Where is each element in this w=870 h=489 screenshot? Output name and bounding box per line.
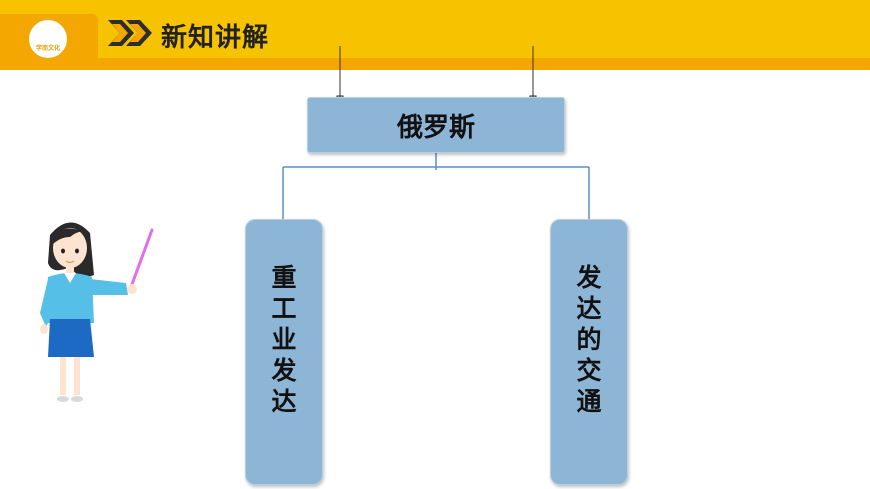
child-node-heavy-industry: 重工业发达 (245, 219, 323, 485)
double-chevron-icon (108, 20, 152, 46)
logo-badge: 学而文化 (27, 18, 69, 60)
page-title: 新知讲解 (161, 23, 270, 53)
pointer-stick (129, 228, 154, 289)
child-node-label: 发达的交通 (576, 263, 602, 416)
child-node-label: 重工业发达 (271, 263, 297, 416)
logo-text: 学而文化 (35, 45, 60, 52)
root-node: 俄罗斯 (307, 97, 565, 153)
teacher-figure (40, 222, 154, 402)
root-node-label: 俄罗斯 (396, 112, 475, 143)
child-node-transport: 发达的交通 (550, 219, 628, 485)
header-stripe (0, 58, 870, 70)
